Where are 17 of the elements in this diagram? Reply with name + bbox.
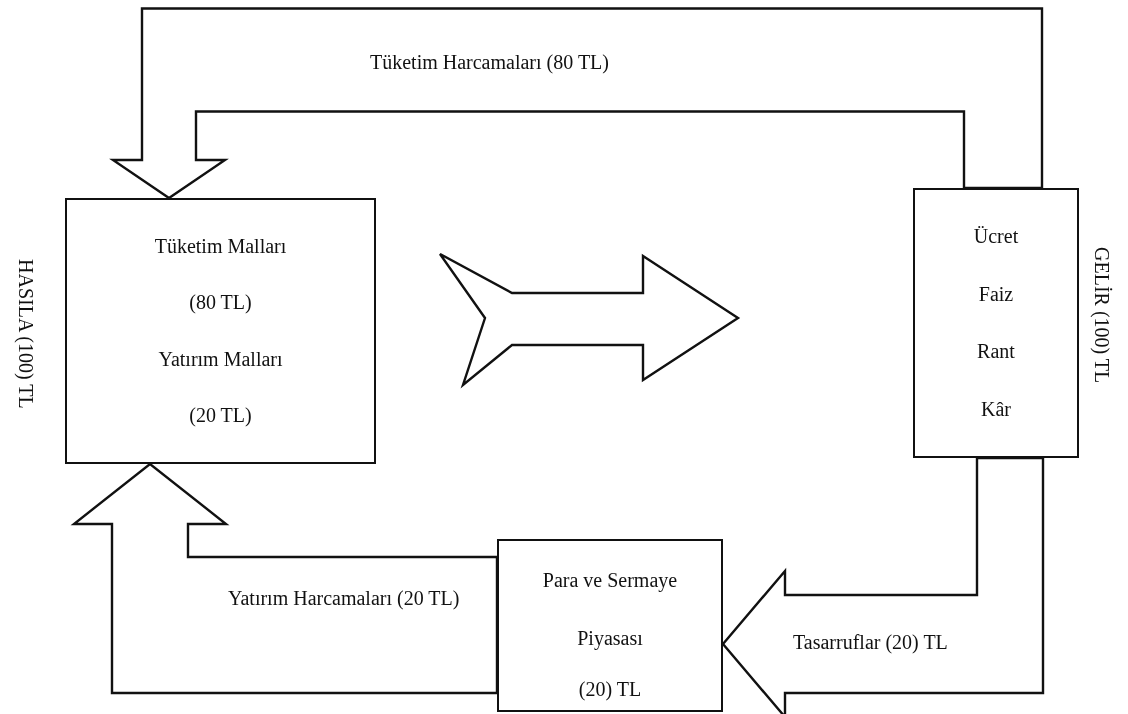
box-text: (20) TL [578, 677, 642, 701]
band-arrow [438, 252, 741, 389]
box-text: Tüketim Malları [154, 234, 287, 258]
side-label: HASILA (100) TL [14, 258, 37, 411]
box-text: (80 TL) [189, 291, 252, 315]
box-text: Yatırım Malları [158, 347, 283, 371]
box-text: Para ve Sermaye Piyasası [541, 567, 679, 652]
process-box [65, 198, 376, 464]
box-text: Faiz [978, 282, 1014, 306]
band-arrow [109, 7, 1044, 200]
process-box [497, 539, 723, 712]
box-text: (20 TL) [189, 404, 252, 428]
side-label: GELİR (100) TL [1090, 245, 1113, 386]
box-text: Ücret [973, 225, 1019, 249]
box-text: Rant [977, 340, 1015, 364]
box-text: Kâr [981, 397, 1011, 421]
process-box [913, 188, 1079, 458]
